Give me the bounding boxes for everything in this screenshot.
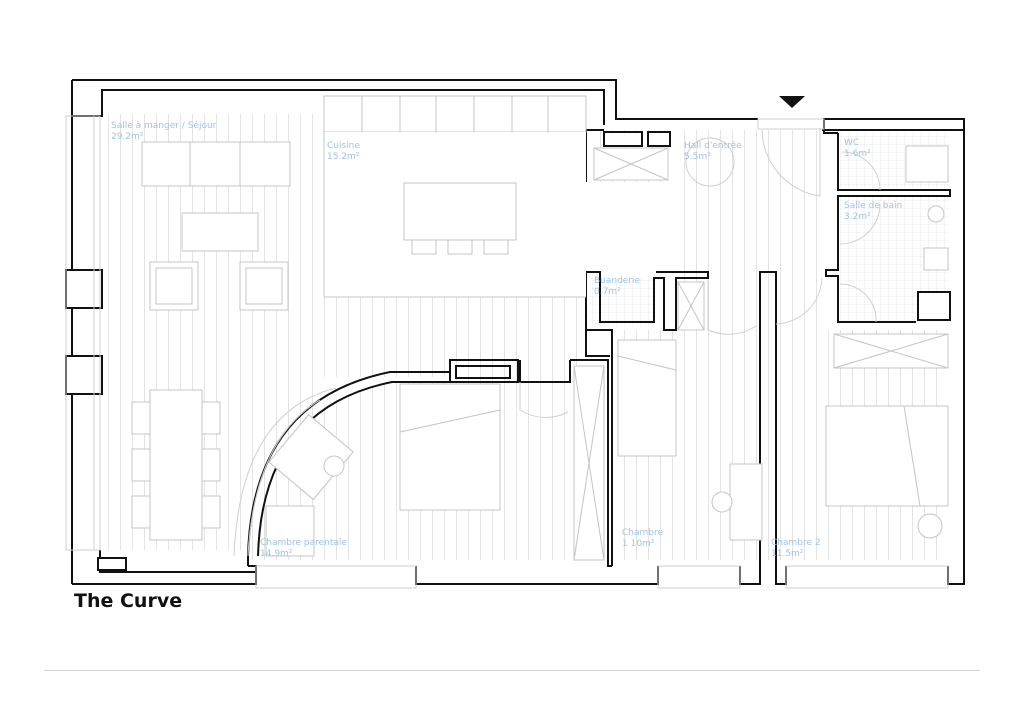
plan-title: The Curve [74,590,183,612]
furniture [131,95,951,561]
window-pillars [65,269,127,571]
entrance-arrow-icon [779,96,805,108]
doors [233,128,881,557]
window-frames [65,115,949,589]
footer-divider [44,670,980,671]
